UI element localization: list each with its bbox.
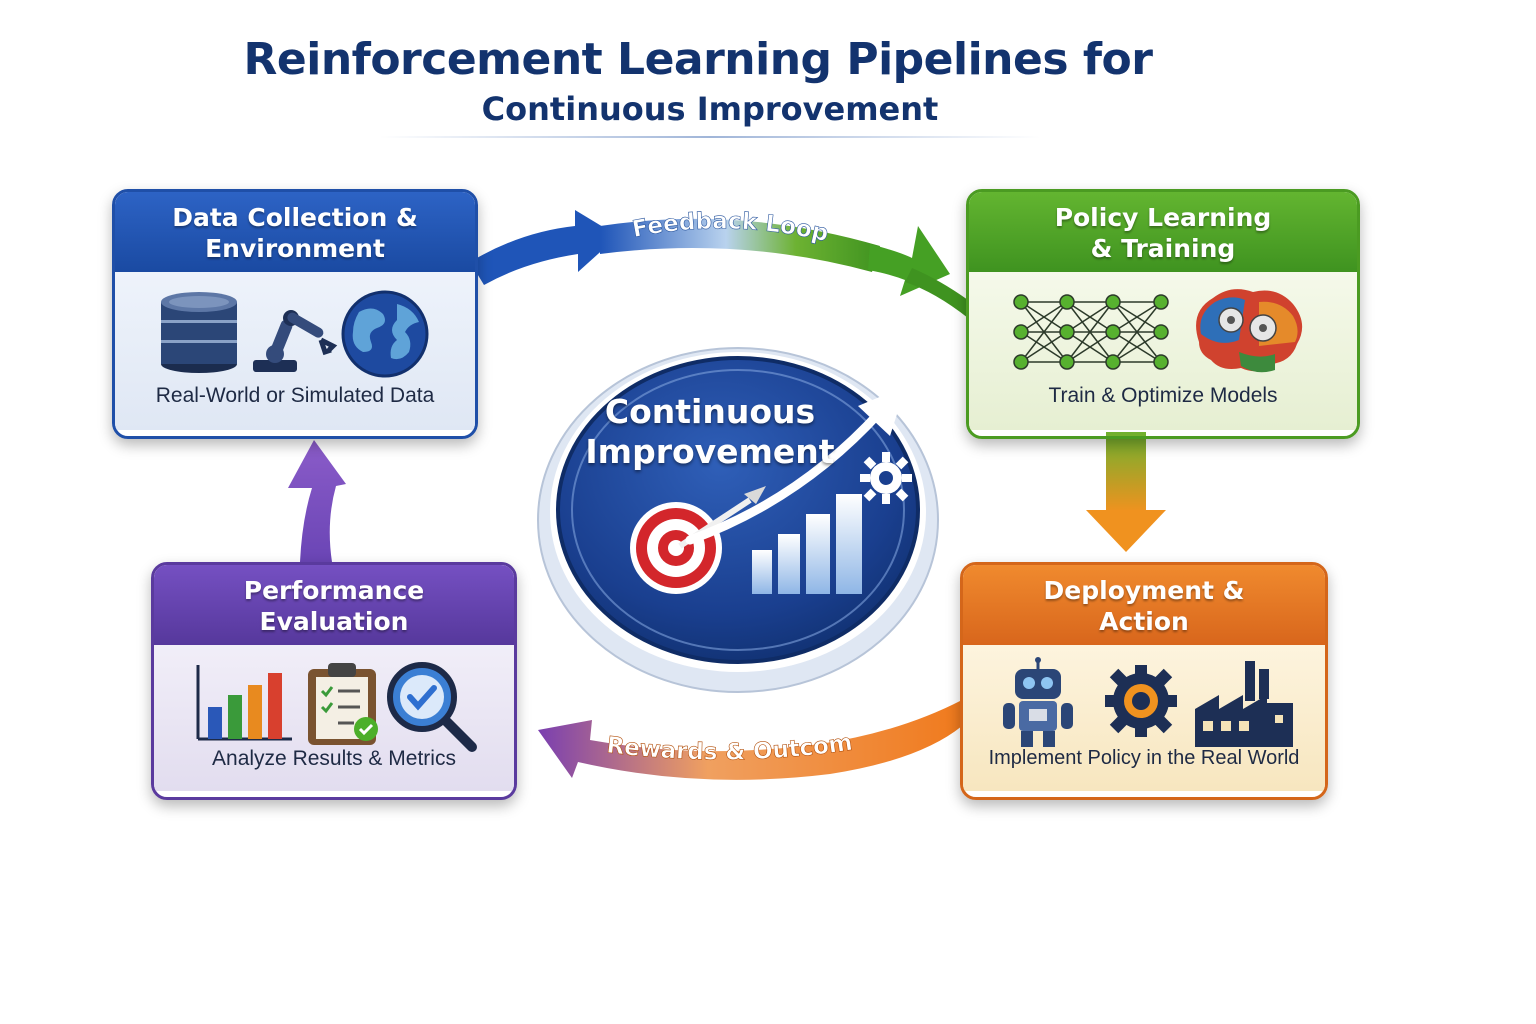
page-subtitle: Continuous Improvement <box>481 90 939 128</box>
clipboard-check-icon <box>308 663 378 745</box>
title-divider <box>380 136 1040 138</box>
robot-icon <box>1003 657 1073 747</box>
data-collection-card-header: Data Collection & Environment <box>115 192 475 272</box>
data-collection-caption: Real-World or Simulated Data <box>155 384 435 407</box>
magnifier-check-icon <box>387 662 477 752</box>
policy-learning-card: Policy Learning & Training <box>966 189 1360 439</box>
data-collection-card-title: Data Collection & Environment <box>172 203 418 263</box>
policy-learning-caption: Train & Optimize Models <box>1048 384 1278 407</box>
database-icon <box>161 292 237 373</box>
policy-learning-card-header: Policy Learning & Training <box>969 192 1357 272</box>
up-arrow <box>288 440 346 562</box>
performance-evaluation-card-header: Performance Evaluation <box>154 565 514 645</box>
policy-learning-card-title: Policy Learning & Training <box>1054 203 1272 263</box>
factory-icon <box>1195 661 1293 747</box>
feedback-loop-arrow: Feedback Loop <box>470 208 968 318</box>
data-collection-card: Data Collection & Environment <box>112 189 478 439</box>
brain-gears-icon <box>1196 289 1303 373</box>
page-title: Reinforcement Learning Pipelines for <box>243 34 1153 85</box>
deployment-action-caption: Implement Policy in the Real World <box>988 747 1300 769</box>
center-label-line1: Continuous <box>604 392 816 431</box>
robot-arm-icon <box>253 310 338 372</box>
performance-evaluation-card-title: Performance Evaluation <box>243 576 425 636</box>
center-label: Continuous Improvement <box>560 392 860 472</box>
center-label-line2: Improvement <box>585 432 835 471</box>
neural-network-icon <box>1013 294 1169 370</box>
deployment-action-card-title: Deployment & Action <box>1043 576 1245 636</box>
deployment-action-card-header: Deployment & Action <box>963 565 1325 645</box>
bar-chart-icon <box>196 665 292 741</box>
performance-evaluation-card: Performance Evaluation <box>151 562 517 800</box>
performance-evaluation-caption: Analyze Results & Metrics <box>212 747 456 770</box>
globe-icon <box>341 290 429 378</box>
deployment-action-card: Deployment & Action <box>960 562 1328 800</box>
gear-icon <box>1105 665 1177 737</box>
down-arrow <box>1086 432 1166 552</box>
